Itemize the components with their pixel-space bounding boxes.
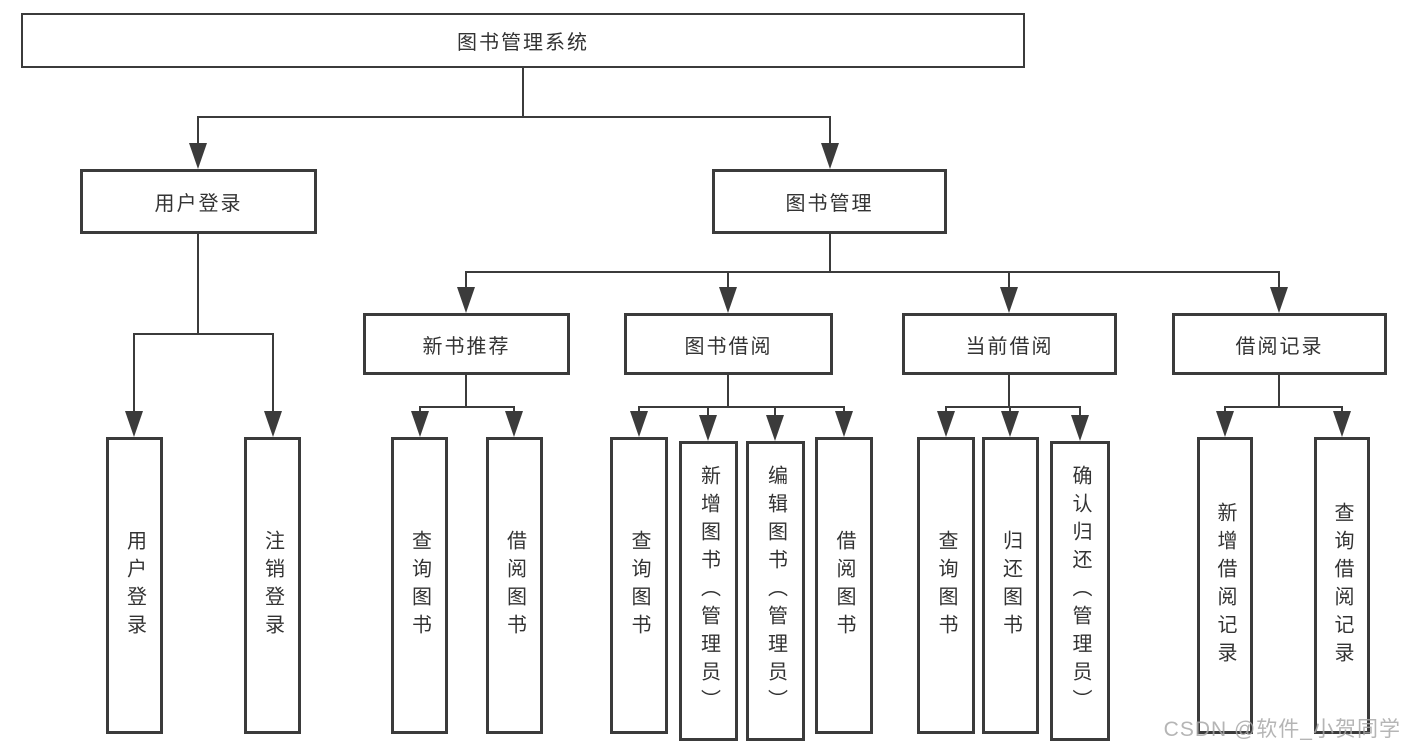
arrowhead-down — [766, 415, 784, 441]
arrowhead-down — [189, 143, 207, 169]
node-book-management-system: 图书管理系统 — [21, 13, 1025, 68]
leaf-borrowing-borrow-books: 借阅图书 — [815, 437, 873, 734]
arrowhead-down — [411, 411, 429, 437]
connector-line — [707, 406, 709, 418]
arrowhead-down — [1001, 411, 1019, 437]
connector-line — [774, 406, 776, 418]
node-label: 用户登录 — [154, 193, 243, 215]
connector-line — [945, 406, 1081, 408]
leaf-label: 归还图书 — [999, 529, 1022, 642]
arrowhead-down — [937, 411, 955, 437]
connector-line — [829, 116, 831, 147]
connector-line — [727, 375, 729, 408]
connector-line — [1341, 406, 1343, 415]
arrowhead-down — [1333, 411, 1351, 437]
node-label: 当前借阅 — [965, 335, 1054, 358]
node-current-borrowing: 当前借阅 — [902, 313, 1117, 375]
leaf-add-books-admin: 新增图书（管理员） — [679, 441, 738, 741]
connector-line — [419, 406, 515, 408]
leaf-label: 查询图书 — [408, 529, 431, 642]
leaf-label: 新增借阅记录 — [1214, 501, 1236, 670]
leaf-label: 新增图书（管理员） — [697, 465, 720, 717]
leaf-current-query-books: 查询图书 — [917, 437, 975, 734]
connector-line — [272, 333, 274, 413]
connector-line — [465, 271, 467, 290]
leaf-label: 借阅图书 — [833, 529, 855, 642]
arrowhead-down — [699, 415, 717, 441]
connector-line — [1008, 375, 1010, 408]
node-label: 图书管理系统 — [457, 32, 589, 54]
connector-line — [1079, 406, 1081, 418]
connector-line — [133, 333, 274, 335]
arrowhead-down — [1216, 411, 1234, 437]
node-borrowing-records: 借阅记录 — [1172, 313, 1387, 375]
arrowhead-down — [1071, 415, 1089, 441]
connector-line — [1224, 406, 1226, 415]
arrowhead-down — [821, 143, 839, 169]
leaf-borrowing-query-books: 查询图书 — [610, 437, 668, 734]
leaf-return-books: 归还图书 — [982, 437, 1039, 734]
leaf-recommend-query-books: 查询图书 — [391, 437, 448, 734]
arrowhead-down — [505, 411, 523, 437]
leaf-label: 确认归还（管理员） — [1069, 465, 1091, 717]
connector-line — [843, 406, 845, 415]
connector-line — [197, 116, 831, 118]
arrowhead-down — [125, 411, 143, 437]
node-label: 图书借阅 — [684, 335, 773, 358]
leaf-logout: 注销登录 — [244, 437, 301, 734]
connector-line — [522, 68, 524, 117]
connector-line — [945, 406, 947, 415]
leaf-add-borrow-record: 新增借阅记录 — [1197, 437, 1253, 734]
connector-line — [465, 271, 1280, 273]
connector-line — [197, 234, 199, 334]
leaf-recommend-borrow-books: 借阅图书 — [486, 437, 543, 734]
leaf-label: 编辑图书（管理员） — [764, 465, 787, 717]
node-label: 新书推荐 — [422, 335, 511, 358]
node-new-book-recommend: 新书推荐 — [363, 313, 570, 375]
leaf-label: 借阅图书 — [503, 529, 526, 642]
arrowhead-down — [457, 287, 475, 313]
connector-line — [133, 333, 135, 413]
arrowhead-down — [835, 411, 853, 437]
arrowhead-down — [630, 411, 648, 437]
arrowhead-down — [264, 411, 282, 437]
leaf-label: 查询借阅记录 — [1331, 501, 1353, 670]
leaf-edit-books-admin: 编辑图书（管理员） — [746, 441, 805, 741]
leaf-label: 注销登录 — [261, 529, 284, 642]
leaf-label: 查询图书 — [935, 529, 957, 642]
connector-line — [419, 406, 421, 415]
leaf-confirm-return-admin: 确认归还（管理员） — [1050, 441, 1110, 741]
arrowhead-down — [719, 287, 737, 313]
connector-line — [1009, 406, 1011, 415]
connector-line — [1008, 271, 1010, 290]
connector-line — [638, 406, 640, 415]
arrowhead-down — [1000, 287, 1018, 313]
connector-line — [465, 375, 467, 408]
connector-line — [727, 271, 729, 290]
node-book-management: 图书管理 — [712, 169, 947, 234]
node-label: 图书管理 — [785, 193, 874, 215]
connector-line — [197, 116, 199, 147]
node-label: 借阅记录 — [1235, 335, 1324, 358]
leaf-query-borrow-record: 查询借阅记录 — [1314, 437, 1370, 734]
connector-line — [638, 406, 845, 408]
leaf-label: 用户登录 — [123, 529, 146, 642]
leaf-user-login: 用户登录 — [106, 437, 163, 734]
connector-line — [1278, 271, 1280, 290]
connector-line — [829, 234, 831, 272]
connector-line — [1278, 375, 1280, 408]
arrowhead-down — [1270, 287, 1288, 313]
connector-line — [1224, 406, 1343, 408]
connector-line — [513, 406, 515, 415]
node-book-borrowing: 图书借阅 — [624, 313, 833, 375]
leaf-label: 查询图书 — [628, 529, 650, 642]
node-user-login: 用户登录 — [80, 169, 317, 234]
csdn-watermark: CSDN @软件_小贺同学 — [1163, 718, 1401, 741]
